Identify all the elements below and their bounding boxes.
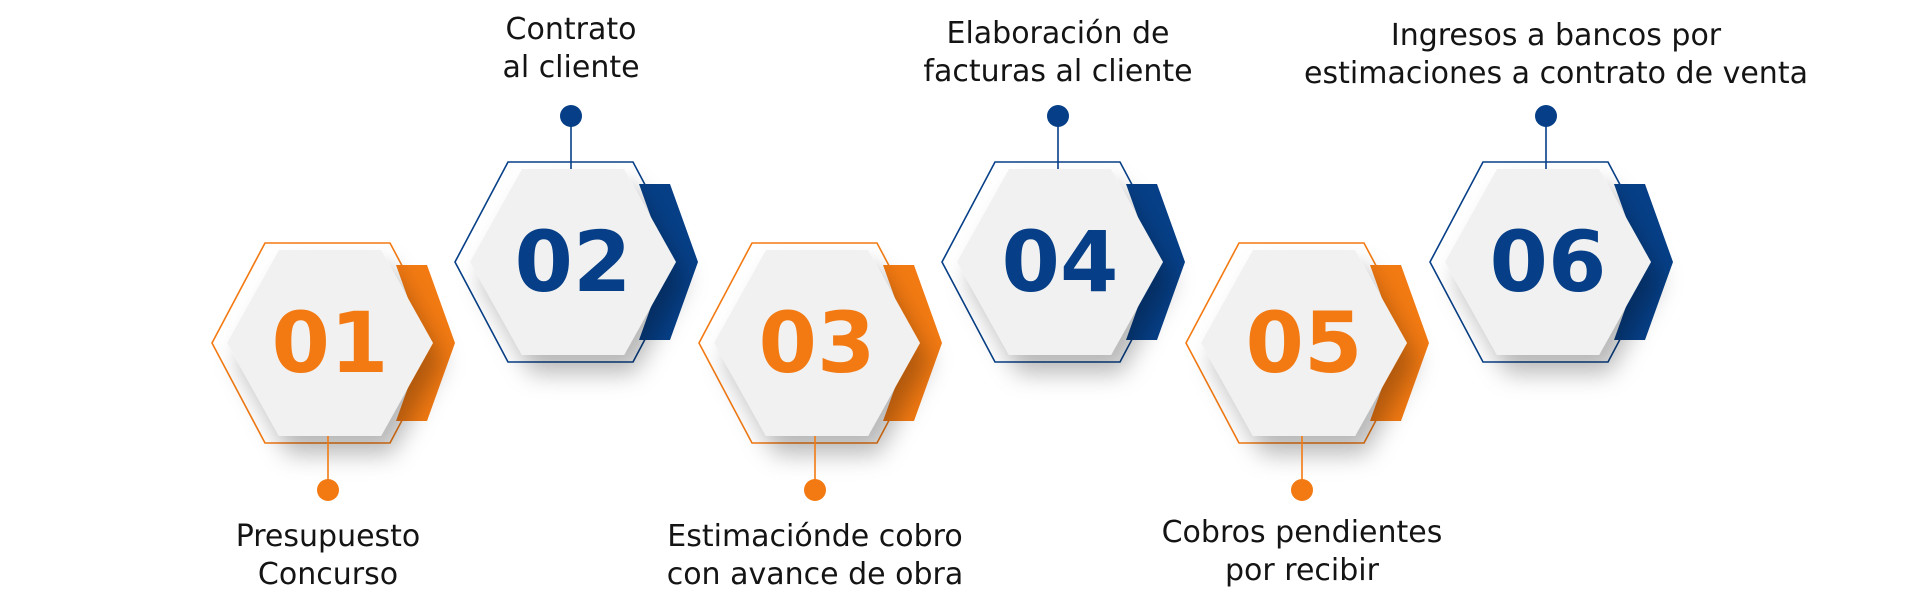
step-05-label: Cobros pendientes por recibir [1127, 514, 1477, 590]
step-04-connector-dot [1047, 105, 1069, 127]
step-06-label-line-1: Ingresos a bancos por [1390, 18, 1722, 53]
step-02-label-line-2: al cliente [502, 50, 640, 85]
step-03-hexagon [714, 250, 920, 436]
step-05-hexagon [1201, 250, 1407, 436]
step-06-label-line-2: estimaciones a contrato de venta [1304, 56, 1808, 91]
step-02-connector-dot [560, 105, 582, 127]
step-03-number: 03 [759, 294, 876, 392]
step-02-number: 02 [515, 213, 632, 311]
step-03-label-line-1: Estimaciónde cobro [667, 519, 963, 554]
step-02-label-line-1: Contrato [505, 12, 637, 47]
step-02-label: Contrato al cliente [441, 11, 701, 87]
step-06-hexagon [1445, 169, 1651, 355]
step-05-label-line-1: Cobros pendientes [1161, 515, 1443, 550]
step-04-label-line-2: facturas al cliente [923, 54, 1193, 89]
step-03-connector-dot [804, 479, 826, 501]
step-04: 04 [941, 105, 1185, 363]
step-05-connector-dot [1291, 479, 1313, 501]
step-01-hexagon [227, 250, 433, 436]
step-01-connector-dot [317, 479, 339, 501]
step-06-connector-dot [1535, 105, 1557, 127]
step-06-number: 06 [1490, 213, 1607, 311]
step-05: 05 [1185, 242, 1429, 501]
step-04-label: Elaboración de facturas al cliente [898, 15, 1218, 91]
step-05-number: 05 [1246, 294, 1363, 392]
step-01-label: Presupuesto Concurso [198, 518, 458, 594]
step-04-hexagon [957, 169, 1163, 355]
step-06: 06 [1429, 105, 1673, 363]
step-03-label-line-2: con avance de obra [666, 557, 964, 592]
step-04-number: 04 [1002, 213, 1119, 311]
step-01-label-line-2: Concurso [257, 557, 399, 592]
step-03: 03 [698, 242, 942, 501]
step-03-label: Estimaciónde cobro con avance de obra [625, 518, 1005, 594]
step-01-label-line-1: Presupuesto [235, 519, 421, 554]
step-01: 01 [211, 242, 455, 501]
step-02: 02 [454, 105, 698, 363]
step-02-hexagon [470, 169, 676, 355]
step-01-number: 01 [272, 294, 389, 392]
step-05-label-line-2: por recibir [1225, 553, 1379, 588]
step-04-label-line-1: Elaboración de [946, 16, 1170, 51]
step-06-label: Ingresos a bancos por estimaciones a con… [1256, 17, 1856, 93]
